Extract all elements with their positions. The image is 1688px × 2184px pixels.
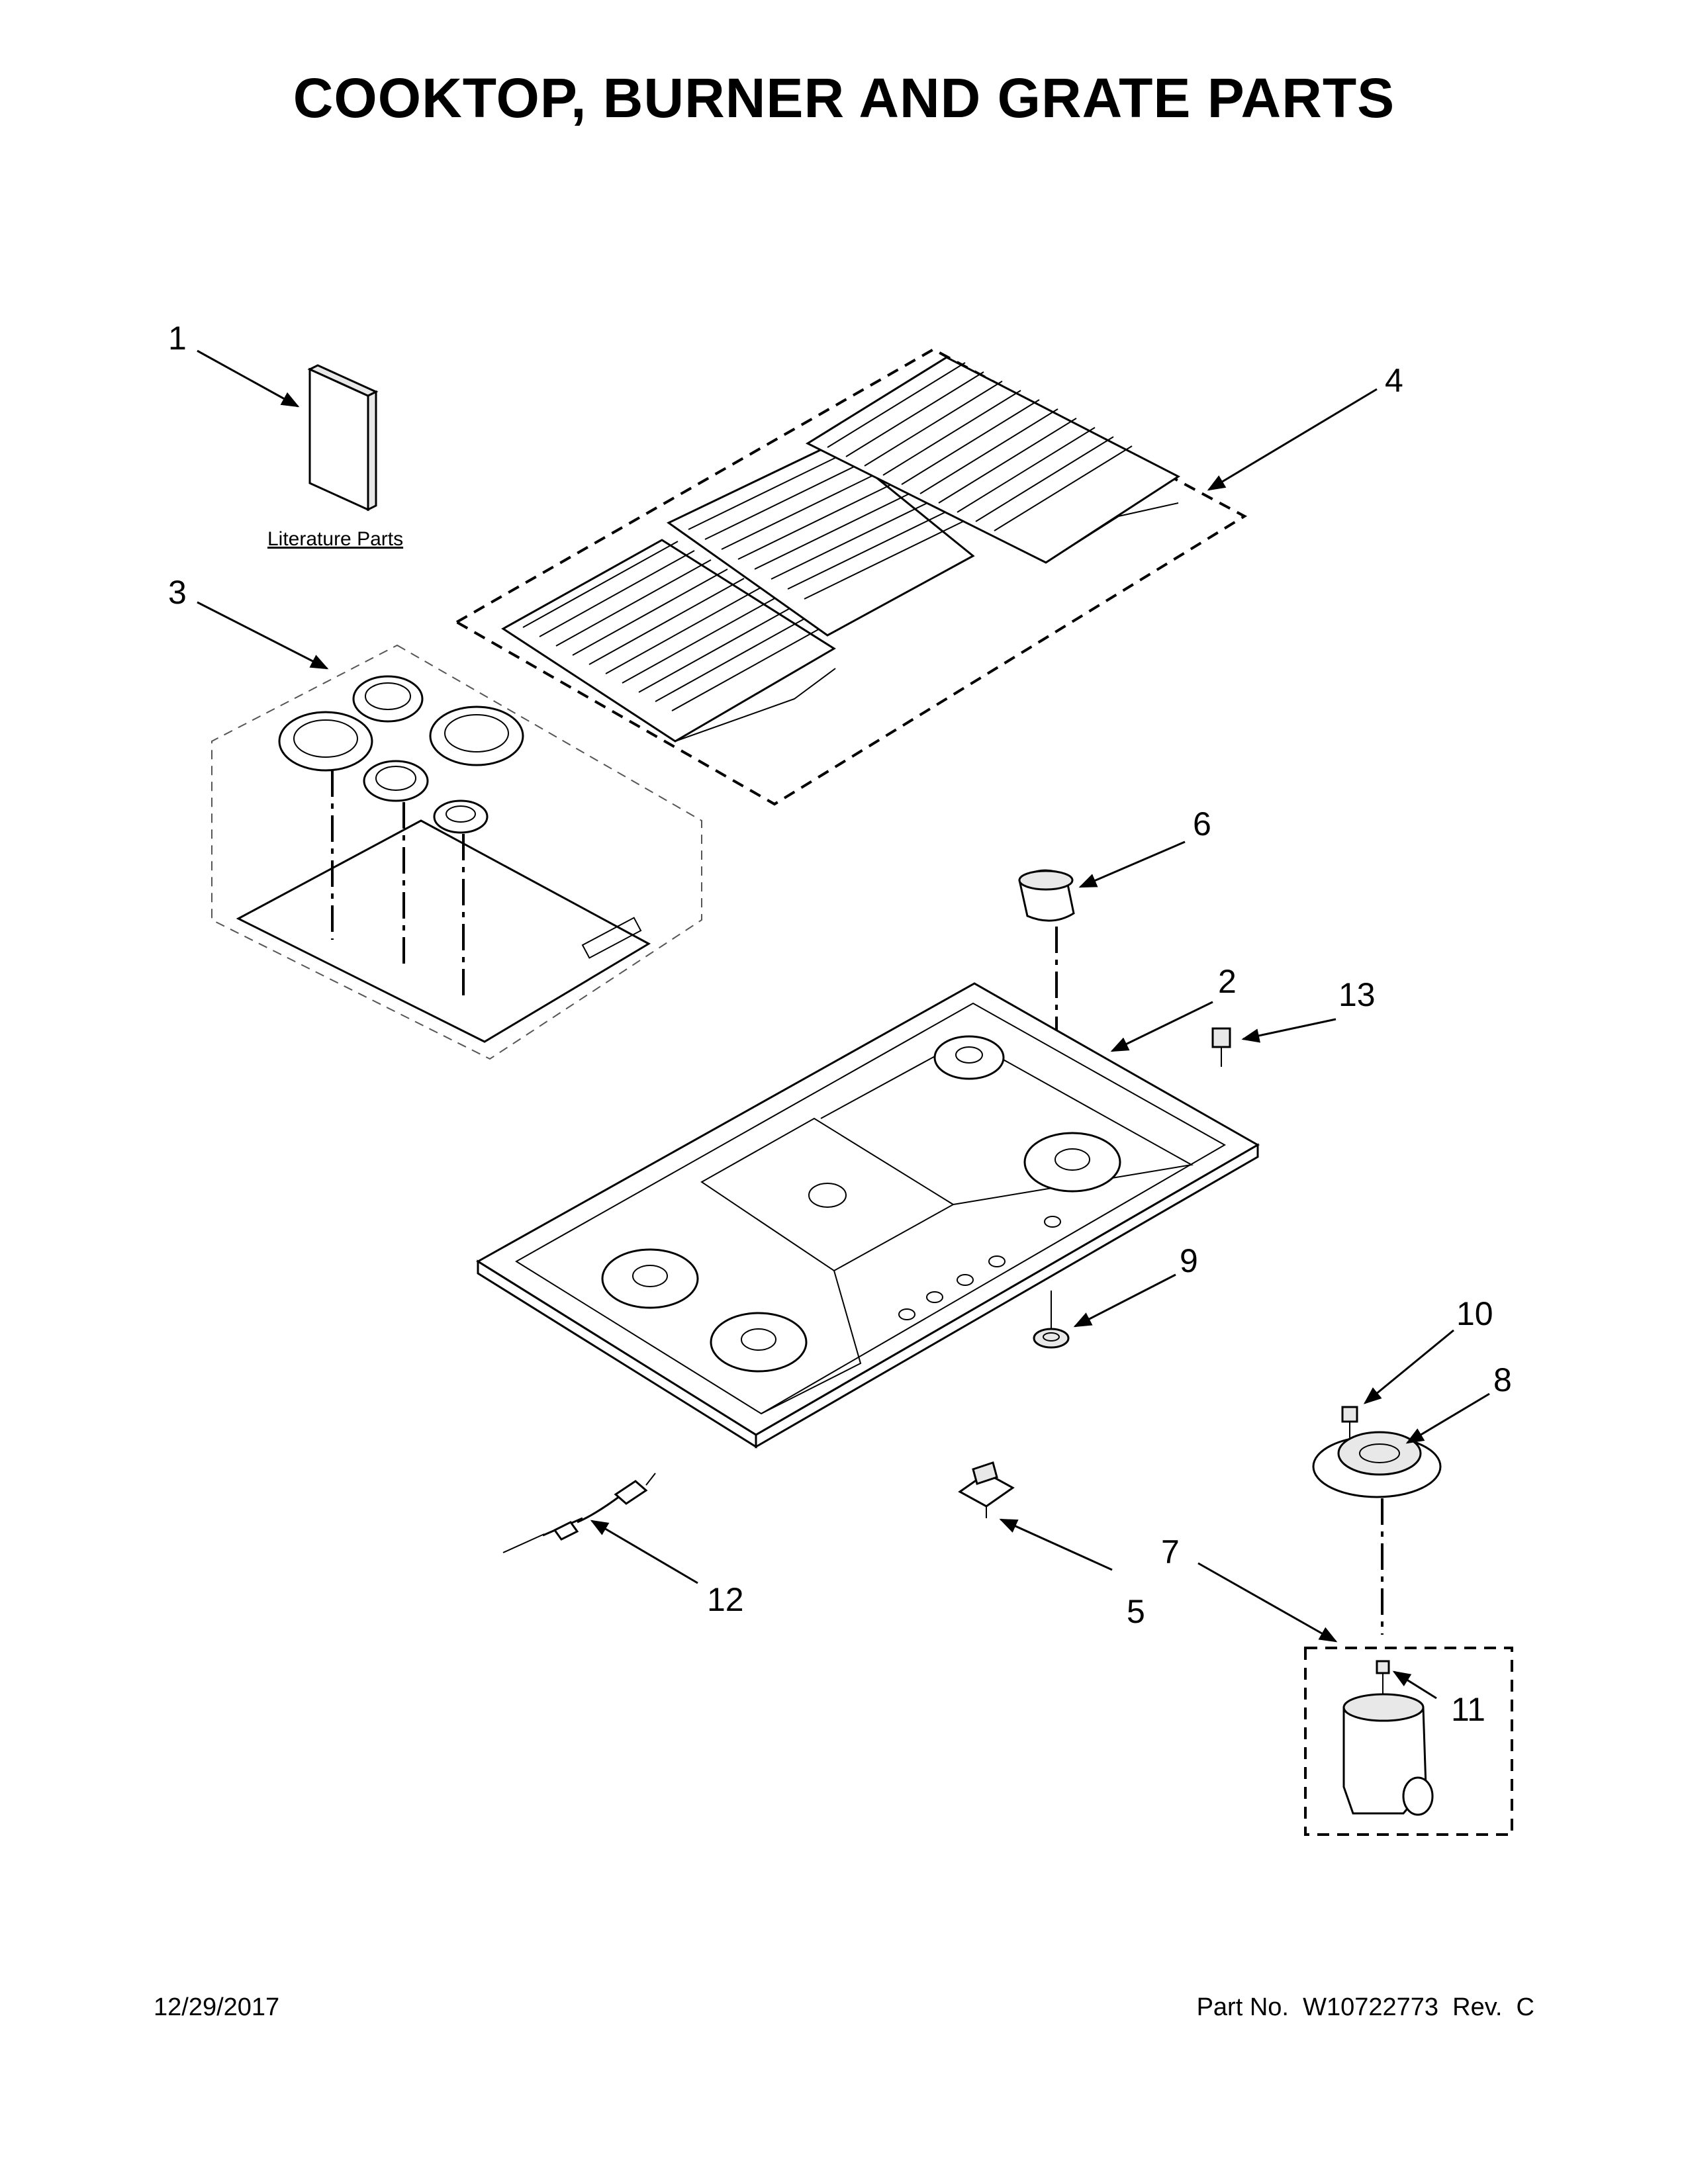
leader-line-8 <box>1405 1392 1490 1444</box>
callout-5[interactable]: 5 <box>1127 1593 1145 1630</box>
callout-6[interactable]: 6 <box>1193 805 1211 842</box>
cooktop-screw[interactable] <box>1211 1027 1231 1067</box>
literature-booklet[interactable] <box>307 364 379 512</box>
bracket-clip[interactable] <box>958 1461 1015 1518</box>
leader-line-4 <box>1207 388 1378 491</box>
callout-2[interactable]: 2 <box>1218 963 1237 1000</box>
cooktop-surface[interactable] <box>476 982 1260 1449</box>
igniter[interactable] <box>502 1473 656 1553</box>
leader-line-11 <box>1392 1670 1437 1700</box>
leader-line-7 <box>1197 1562 1338 1643</box>
leader-line-1 <box>197 349 300 408</box>
grate-right <box>805 356 1180 564</box>
footer-date: 12/29/2017 <box>154 1993 280 2021</box>
grommet[interactable] <box>1033 1291 1070 1349</box>
valve-assembly[interactable] <box>1304 1647 1513 1836</box>
burner-screw[interactable] <box>1341 1406 1358 1439</box>
leader-line-2 <box>1110 1001 1213 1052</box>
leader-line-9 <box>1073 1273 1176 1328</box>
control-knob[interactable] <box>1018 869 1075 1191</box>
leader-line-3 <box>197 601 329 670</box>
page-title: COOKTOP, BURNER AND GRATE PARTS <box>293 67 1395 129</box>
valve-screw[interactable] <box>1376 1660 1390 1694</box>
callout-4[interactable]: 4 <box>1385 362 1403 399</box>
burner-caps-kit[interactable] <box>211 644 702 1060</box>
callout-11[interactable]: 11 <box>1451 1691 1485 1728</box>
leader-line-12 <box>590 1520 698 1584</box>
leader-line-6 <box>1078 841 1186 888</box>
leader-line-13 <box>1241 1018 1336 1043</box>
leader-line-5 <box>999 1518 1113 1571</box>
callout-3[interactable]: 3 <box>168 574 187 611</box>
callout-7[interactable]: 7 <box>1161 1533 1180 1570</box>
grates-group[interactable] <box>453 347 1248 806</box>
leader-line-10 <box>1363 1329 1454 1404</box>
footer-part-number: Part No. W10722773 Rev. C <box>1196 1993 1534 2021</box>
callout-1[interactable]: 1 <box>168 320 187 357</box>
callout-8[interactable]: 8 <box>1493 1361 1512 1398</box>
callout-9[interactable]: 9 <box>1180 1242 1198 1279</box>
callout-10[interactable]: 10 <box>1456 1295 1493 1332</box>
burner-base[interactable] <box>1312 1431 1442 1635</box>
grate-middle <box>667 442 975 637</box>
grate-left <box>501 539 836 743</box>
callout-13[interactable]: 13 <box>1338 976 1376 1013</box>
literature-parts-label: Literature Parts <box>267 528 403 550</box>
callout-12[interactable]: 12 <box>707 1581 744 1618</box>
